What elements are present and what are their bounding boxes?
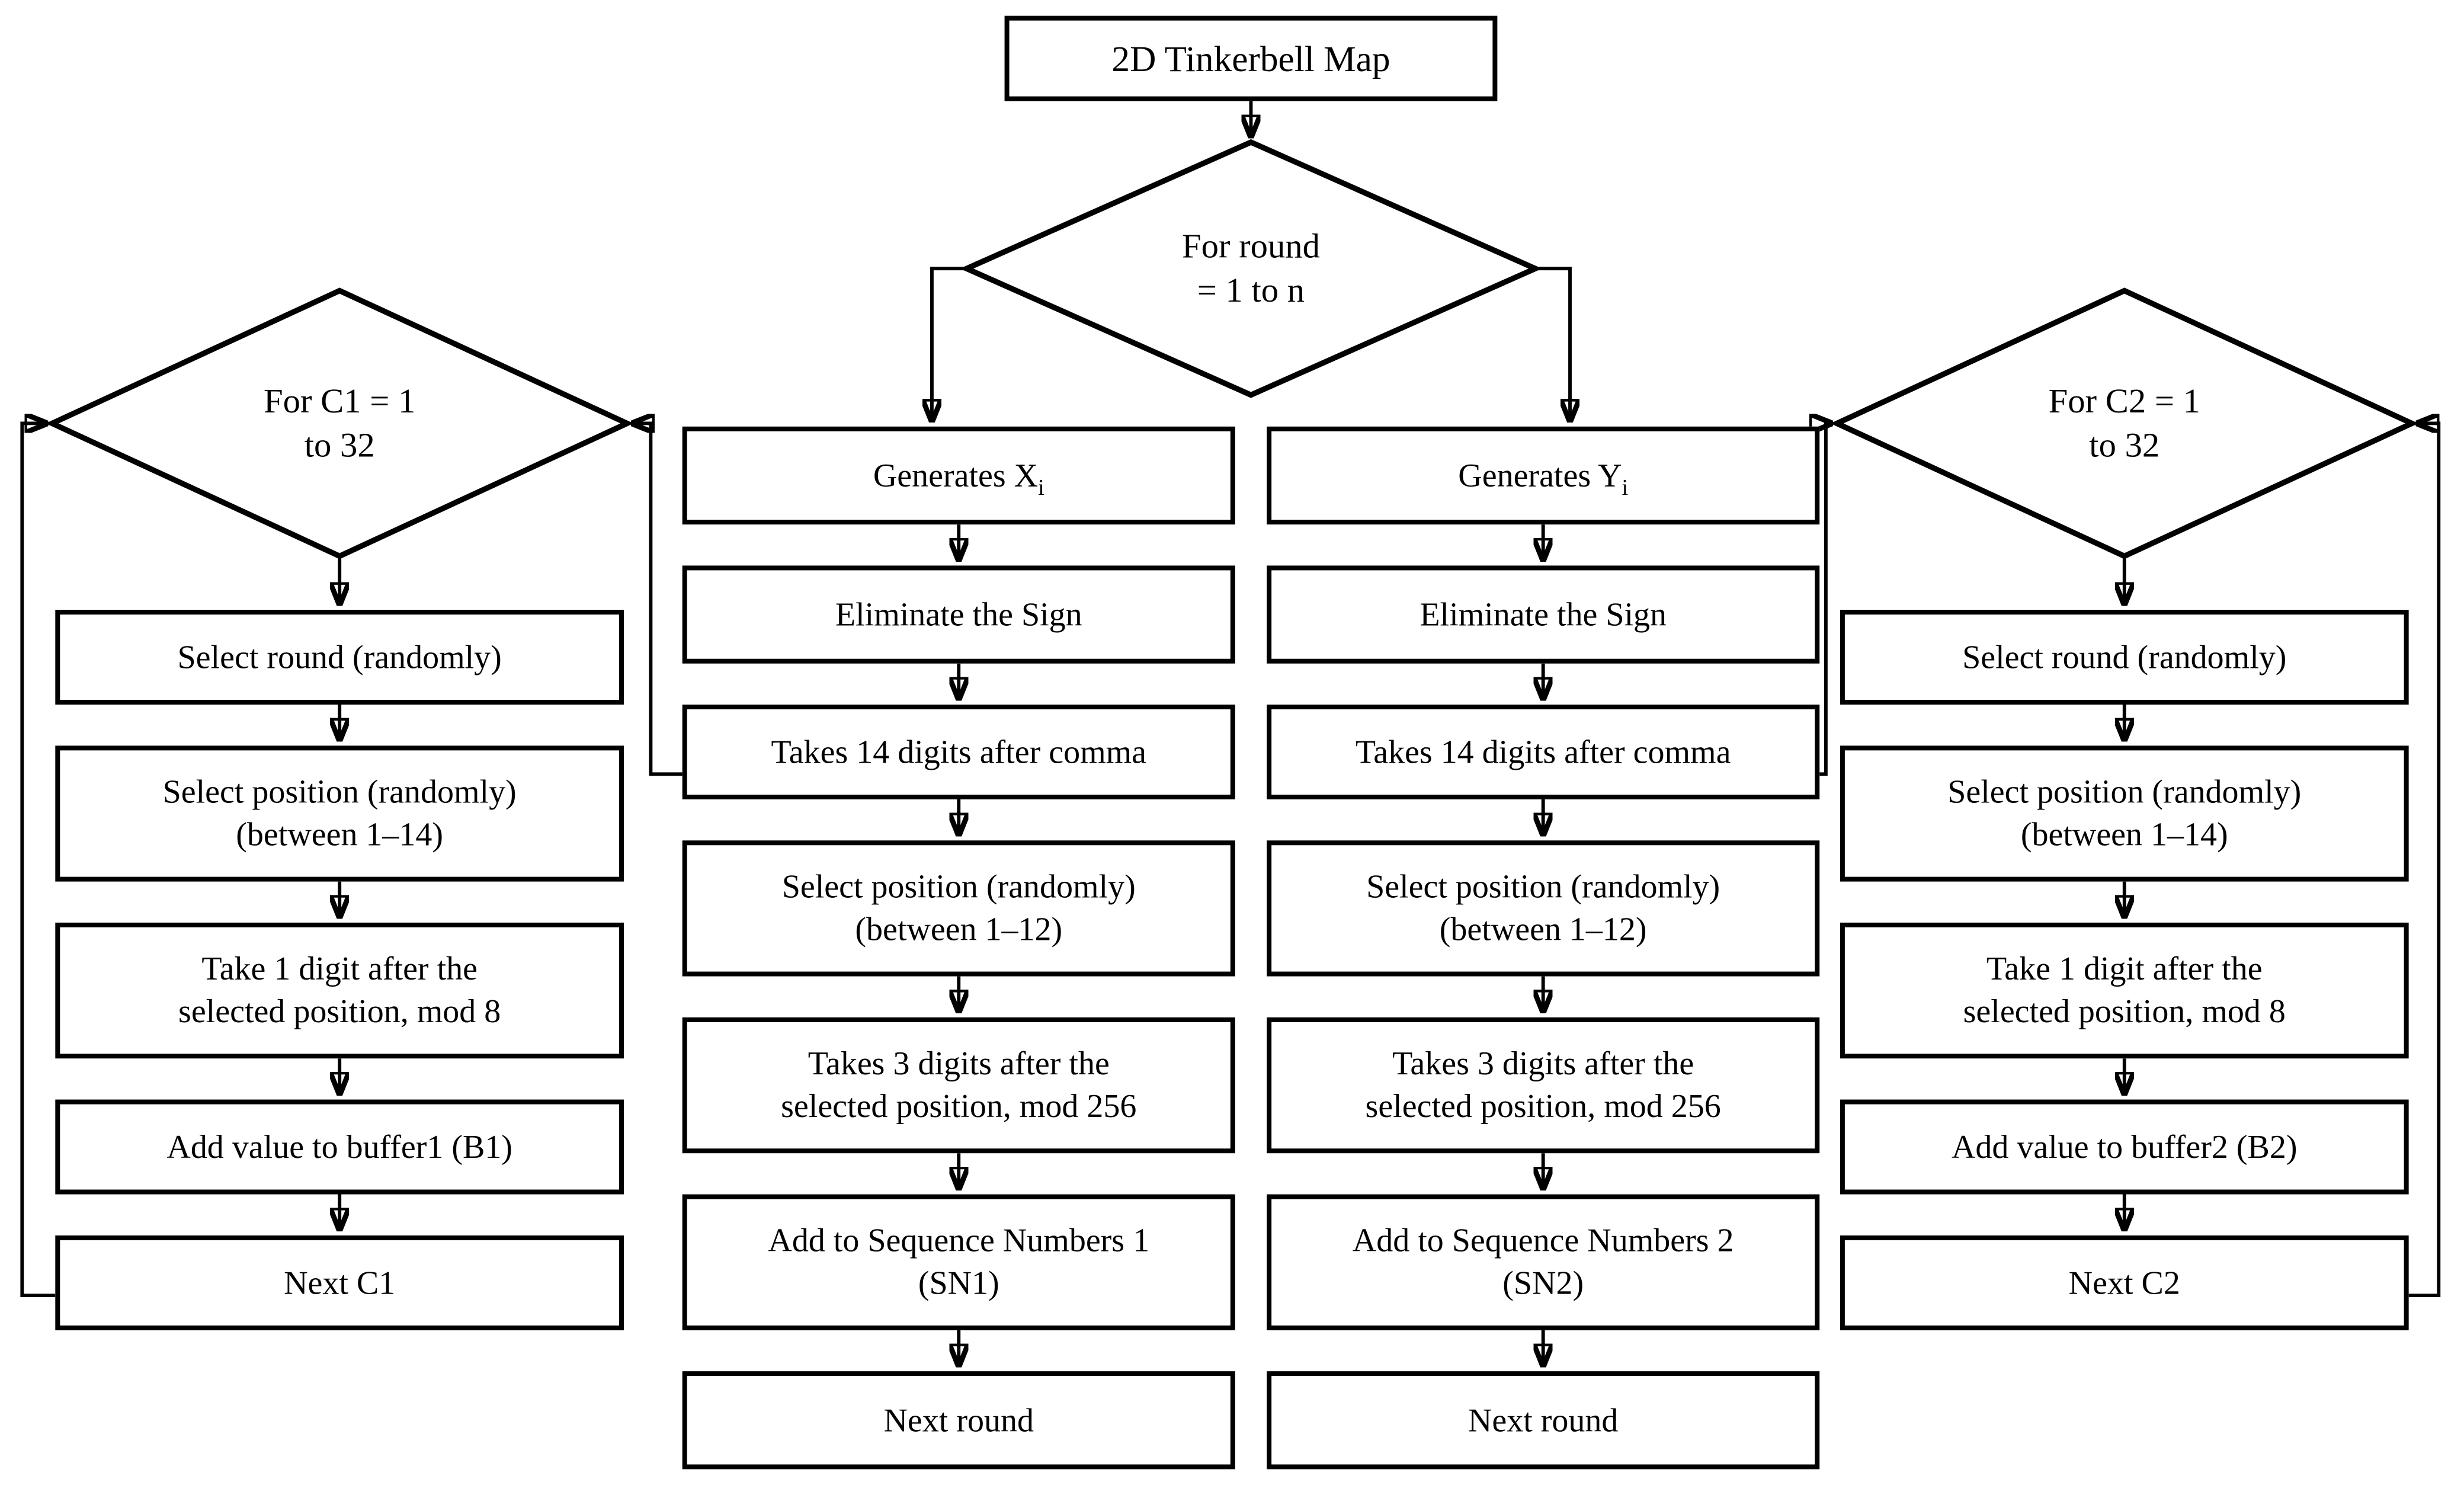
- diamond-label-line: For C2 = 1: [2048, 380, 2200, 421]
- node-label-line: Takes 3 digits after the: [808, 1044, 1110, 1083]
- node-label-line: Eliminate the Sign: [1420, 594, 1667, 633]
- node-x-takes-3-digits: Takes 3 digits after the selected positi…: [682, 1017, 1235, 1154]
- feedback-next-c1-to-diamond: [20, 423, 56, 1298]
- for-c1-diamond: [45, 287, 634, 559]
- node-label-line: Takes 3 digits after the: [1392, 1044, 1694, 1083]
- subscript-i: i: [1038, 475, 1044, 501]
- arrow-round-to-generates-y: [1535, 267, 1570, 420]
- node-label-line: selected position, mod 256: [781, 1087, 1137, 1125]
- node-label-line: Takes 14 digits after comma: [1355, 732, 1731, 770]
- node-c2-take-1-digit: Take 1 digit after the selected position…: [1840, 922, 2409, 1059]
- node-c1-take-1-digit: Take 1 digit after the selected position…: [55, 922, 624, 1059]
- node-label-line: Next C2: [2068, 1263, 2180, 1301]
- node-c1-select-position: Select position (randomly) (between 1–14…: [55, 745, 624, 882]
- node-y-add-sn2: Add to Sequence Numbers 2 (SN2): [1267, 1194, 1820, 1330]
- for-c2-diamond: [1830, 287, 2419, 559]
- node-c2-next: Next C2: [1840, 1235, 2409, 1330]
- node-x-select-position: Select position (randomly) (between 1–12…: [682, 840, 1235, 977]
- node-c1-add-buffer1: Add value to buffer1 (B1): [55, 1099, 624, 1195]
- subscript-i: i: [1622, 475, 1629, 501]
- node-label-line: Select round (randomly): [1962, 637, 2287, 676]
- node-label-line: Add to Sequence Numbers 1: [768, 1221, 1150, 1259]
- node-label-line: (between 1–12): [1439, 910, 1647, 948]
- node-label-line: Take 1 digit after the: [1986, 949, 2263, 988]
- node-label-line: Take 1 digit after the: [201, 949, 478, 988]
- node-c2-add-buffer2: Add value to buffer2 (B2): [1840, 1099, 2409, 1195]
- node-y-generates: Generates Yi: [1267, 426, 1820, 525]
- node-x-next-round: Next round: [682, 1371, 1235, 1470]
- node-y-next-round: Next round: [1267, 1371, 1820, 1470]
- link-takes14-x-to-c1-diamond: [633, 423, 683, 776]
- diamond-label-line: to 32: [304, 425, 375, 465]
- node-label-line: (between 1–14): [2020, 815, 2228, 853]
- node-c2-select-position: Select position (randomly) (between 1–14…: [1840, 745, 2409, 882]
- node-label-line: Next round: [883, 1400, 1034, 1439]
- node-x-add-sn1: Add to Sequence Numbers 1 (SN1): [682, 1194, 1235, 1330]
- node-label-line: Generates Xi: [873, 456, 1044, 501]
- node-label-line: Generates Yi: [1458, 456, 1629, 501]
- node-c2-select-round: Select round (randomly): [1840, 610, 2409, 705]
- node-label-line: (between 1–12): [855, 910, 1063, 948]
- diamond-label-line: to 32: [2089, 425, 2160, 465]
- node-y-eliminate-sign: Eliminate the Sign: [1267, 565, 1820, 664]
- node-label-line: Next round: [1467, 1400, 1619, 1439]
- node-x-takes-14-digits: Takes 14 digits after comma: [682, 705, 1235, 799]
- node-label-line: (SN1): [918, 1263, 999, 1302]
- node-label-line: selected position, mod 8: [178, 992, 501, 1030]
- node-label-line: Add to Sequence Numbers 2: [1352, 1221, 1734, 1259]
- diamond-label-line: For round: [1181, 226, 1320, 265]
- feedback-next-c2-to-diamond: [2408, 423, 2441, 1298]
- node-label-line: Add value to buffer1 (B1): [166, 1127, 512, 1166]
- arrow-round-to-generates-x: [932, 267, 967, 420]
- node-label-line: Select position (randomly): [1366, 867, 1720, 905]
- node-label-line: selected position, mod 256: [1365, 1087, 1721, 1125]
- node-label-line: Select round (randomly): [177, 637, 502, 676]
- node-label-line: Takes 14 digits after comma: [771, 732, 1147, 770]
- node-x-generates: Generates Xi: [682, 426, 1235, 525]
- node-2d-tinkerbell-map: 2D Tinkerbell Map: [1004, 15, 1498, 101]
- node-label-line: (SN2): [1502, 1263, 1584, 1302]
- link-takes14-y-to-c2-diamond: [1819, 423, 1831, 776]
- node-c1-select-round: Select round (randomly): [55, 610, 624, 705]
- node-label-line: Next C1: [284, 1263, 396, 1301]
- diamond-label-line: For C1 = 1: [264, 380, 416, 421]
- node-y-select-position: Select position (randomly) (between 1–12…: [1267, 840, 1820, 977]
- node-label-line: (between 1–14): [236, 815, 444, 853]
- node-y-takes-14-digits: Takes 14 digits after comma: [1267, 705, 1820, 799]
- node-label-line: Eliminate the Sign: [835, 594, 1082, 633]
- node-y-takes-3-digits: Takes 3 digits after the selected positi…: [1267, 1017, 1820, 1154]
- node-x-eliminate-sign: Eliminate the Sign: [682, 565, 1235, 664]
- diamond-label-line: = 1 to n: [1197, 270, 1305, 310]
- node-label-line: Add value to buffer2 (B2): [1951, 1127, 2298, 1166]
- node-label-line: Select position (randomly): [1947, 772, 2302, 811]
- diamond-for-c2-label: For C2 = 1 to 32: [1951, 363, 2299, 484]
- node-c1-next: Next C1: [55, 1235, 624, 1330]
- diamond-for-c1-label: For C1 = 1 to 32: [166, 363, 514, 484]
- node-label-line: 2D Tinkerbell Map: [1111, 39, 1390, 78]
- node-label-line: Select position (randomly): [162, 772, 517, 811]
- for-round-diamond: [960, 139, 1542, 398]
- diamond-for-round-label: For round = 1 to n: [1077, 209, 1425, 329]
- node-label-line: Select position (randomly): [781, 867, 1136, 905]
- node-label-line: selected position, mod 8: [1963, 992, 2286, 1030]
